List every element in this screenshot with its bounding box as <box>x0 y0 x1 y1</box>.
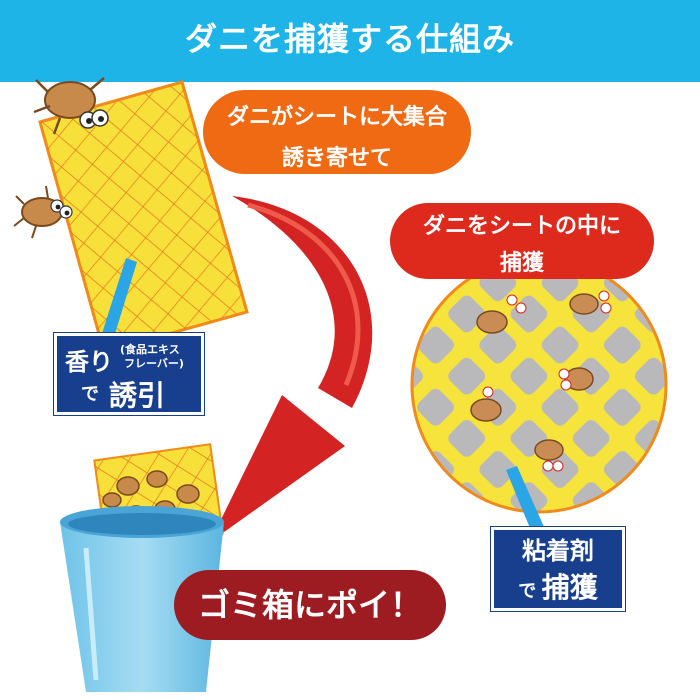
capture-bubble-line2: 捕獲 <box>499 251 544 276</box>
dispose-bubble: ゴミ箱にポイ！ <box>174 570 446 640</box>
lure-bubble-line1: ダニがシートに大集合 <box>226 105 447 130</box>
adhesive-capture-label: 粘着剤 で 捕獲 <box>491 527 625 611</box>
capture-mesh <box>410 256 668 514</box>
trash-bin <box>60 443 224 692</box>
scent-lure-label: 香り (食品エキス フレーバー) で 誘引 <box>54 333 204 415</box>
adhesive-label-end: 捕獲 <box>541 571 598 604</box>
scent-label-end: 誘引 <box>109 379 166 412</box>
lure-bubble: ダニがシートに大集合 誘き寄せて <box>203 90 471 174</box>
adhesive-label-particle: で <box>518 581 537 602</box>
scent-label-note-1: (食品エキス <box>120 343 180 356</box>
header-banner: ダニを捕獲する仕組み <box>0 0 700 82</box>
mite-icon <box>13 185 73 239</box>
capture-bubble-line1: ダニをシートの中に <box>422 214 621 239</box>
capture-bubble: ダニをシートの中に 捕獲 <box>390 203 654 279</box>
page-title: ダニを捕獲する仕組み <box>184 20 515 58</box>
adhesive-label-line1: 粘着剤 <box>522 537 594 565</box>
lure-sheet <box>38 80 249 354</box>
scent-label-note-2: フレーバー) <box>124 357 184 370</box>
dispose-bubble-text: ゴミ箱にポイ！ <box>197 586 422 624</box>
process-arrow <box>210 196 373 542</box>
lure-bubble-line2: 誘き寄せて <box>281 146 392 171</box>
scent-label-main: 香り <box>65 348 113 376</box>
scent-label-particle: で <box>81 384 99 405</box>
mite-icon <box>33 77 109 135</box>
